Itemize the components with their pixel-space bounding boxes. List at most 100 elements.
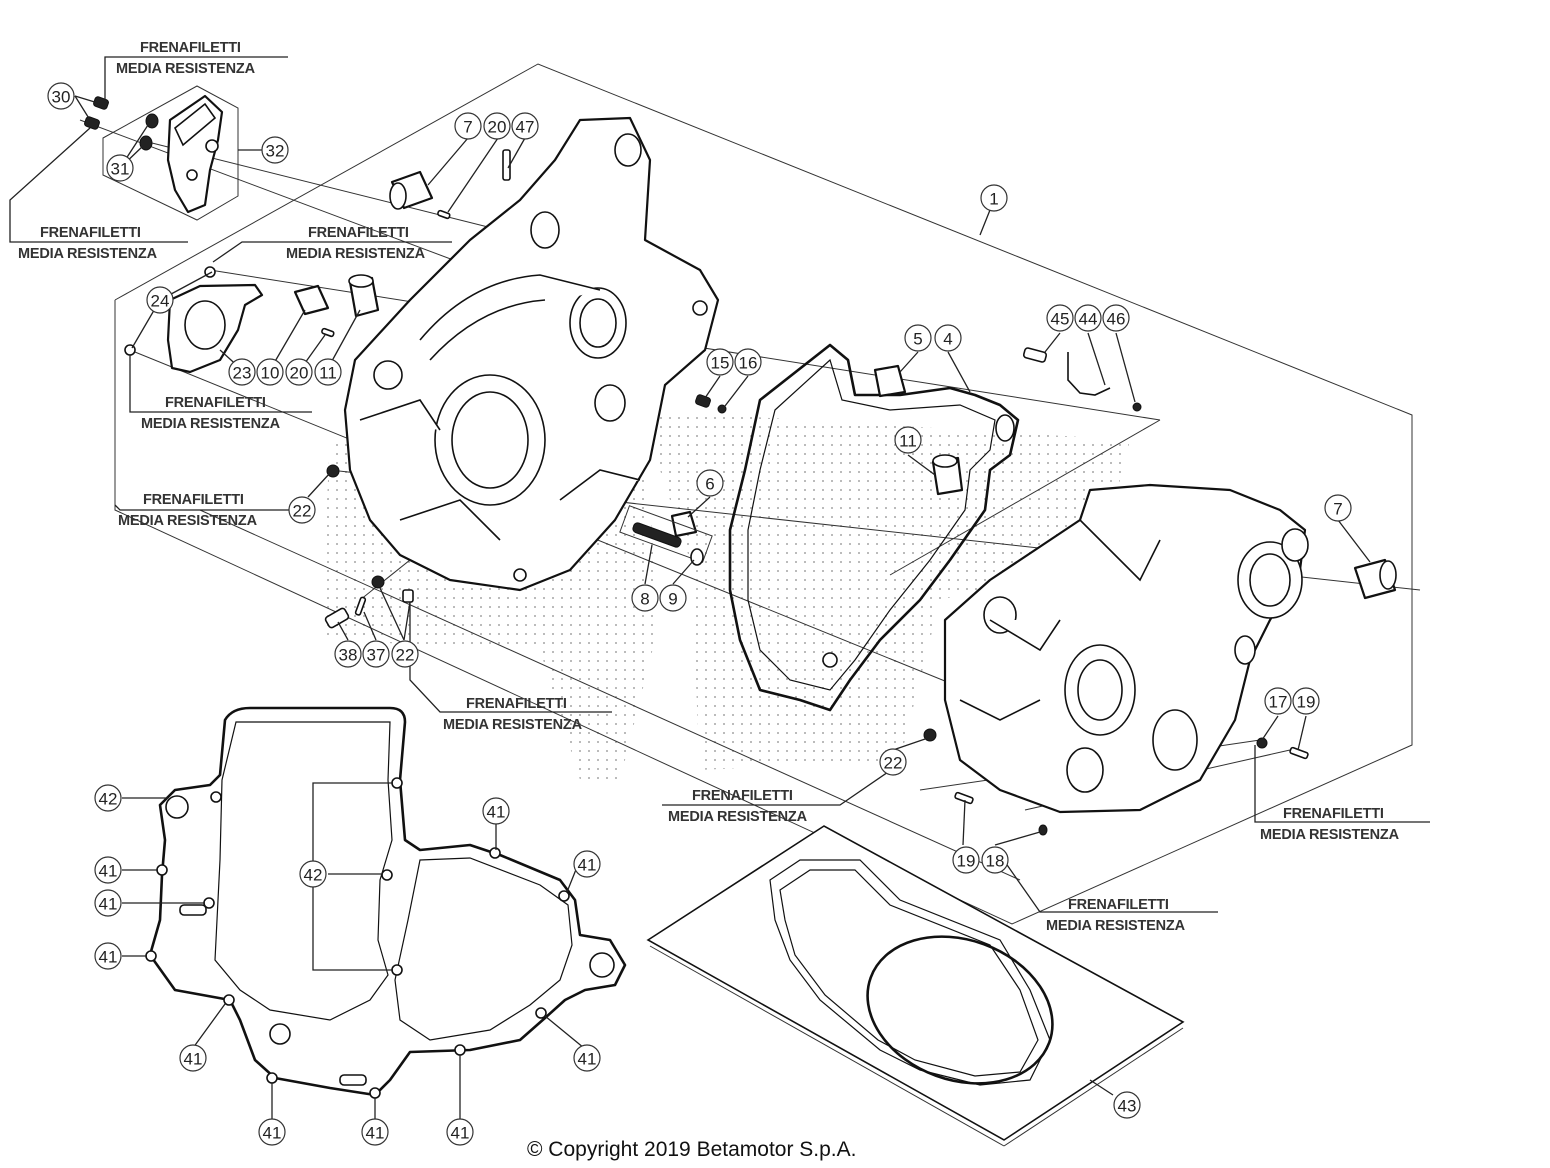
callout-42: 42	[299, 860, 327, 888]
callout-42: 42	[94, 784, 122, 812]
callout-circle	[659, 584, 687, 612]
callout-circle	[1292, 687, 1320, 715]
callout-circle	[454, 112, 482, 140]
callout-9: 9	[659, 584, 687, 612]
callout-19: 19	[952, 846, 980, 874]
callout-number: 10	[261, 364, 280, 383]
callout-11: 11	[314, 358, 342, 386]
callout-32: 32	[261, 136, 289, 164]
crankcase-gasket-41-42	[145, 706, 627, 1099]
callout-circle	[981, 846, 1009, 874]
callout-circle	[47, 82, 75, 110]
threadlocker-note: FRENAFILETTI MEDIA RESISTENZA	[116, 40, 256, 77]
callout-43: 43	[1113, 1091, 1141, 1119]
threadlocker-note: FRENAFILETTI MEDIA RESISTENZA	[1260, 806, 1400, 843]
callout-20: 20	[483, 112, 511, 140]
callout-number: 41	[451, 1124, 470, 1143]
copyright-text: © Copyright 2019 Betamotor S.p.A.	[527, 1138, 856, 1161]
callout-circle	[706, 348, 734, 376]
callout-8: 8	[631, 584, 659, 612]
threadlocker-note: FRENAFILETTI MEDIA RESISTENZA	[1046, 897, 1186, 934]
callout-30: 30	[47, 82, 75, 110]
callout-7: 7	[1324, 494, 1352, 522]
threadlocker-leaders	[9, 56, 1430, 913]
callout-17: 17	[1264, 687, 1292, 715]
callout-circle	[334, 640, 362, 668]
callout-circle	[483, 112, 511, 140]
svg-text:MEDIA RESISTENZA: MEDIA RESISTENZA	[443, 717, 583, 733]
callout-number: 24	[151, 292, 170, 311]
svg-text:MEDIA RESISTENZA: MEDIA RESISTENZA	[1046, 918, 1186, 934]
callout-number: 19	[1297, 693, 1316, 712]
callout-number: 46	[1107, 310, 1126, 329]
callout-circle	[285, 358, 313, 386]
svg-text:MEDIA RESISTENZA: MEDIA RESISTENZA	[18, 246, 158, 262]
callout-41: 41	[446, 1118, 474, 1146]
part-32-bracket-group	[84, 85, 239, 221]
threadlocker-note: FRENAFILETTI MEDIA RESISTENZA	[668, 788, 808, 825]
callout-19: 19	[1292, 687, 1320, 715]
callout-number: 4	[943, 330, 952, 349]
callout-41: 41	[573, 850, 601, 878]
threadlocker-note: FRENAFILETTI MEDIA RESISTENZA	[141, 395, 281, 432]
callout-number: 15	[711, 354, 730, 373]
svg-text:MEDIA RESISTENZA: MEDIA RESISTENZA	[1260, 827, 1400, 843]
callout-circle	[952, 846, 980, 874]
callout-circle	[696, 469, 724, 497]
callout-circle	[258, 1118, 286, 1146]
callout-circle	[980, 184, 1008, 212]
callout-circle	[391, 640, 419, 668]
callout-number: 43	[1118, 1097, 1137, 1116]
callout-number: 41	[99, 895, 118, 914]
callout-number: 9	[668, 590, 677, 609]
callout-number: 18	[986, 852, 1005, 871]
callout-number: 31	[111, 160, 130, 179]
callout-number: 22	[884, 754, 903, 773]
callout-circle	[1324, 494, 1352, 522]
svg-text:MEDIA RESISTENZA: MEDIA RESISTENZA	[286, 246, 426, 262]
callout-1: 1	[980, 184, 1008, 212]
callout-41: 41	[258, 1118, 286, 1146]
callout-41: 41	[94, 856, 122, 884]
callout-circle	[256, 358, 284, 386]
callout-circle	[904, 324, 932, 352]
callout-circle	[934, 324, 962, 352]
callout-18: 18	[981, 846, 1009, 874]
callout-number: 41	[366, 1124, 385, 1143]
callout-circle	[94, 942, 122, 970]
callout-16: 16	[734, 348, 762, 376]
callout-circle	[314, 358, 342, 386]
callout-7: 7	[454, 112, 482, 140]
callout-circle	[288, 496, 316, 524]
callout-number: 8	[640, 590, 649, 609]
callout-number: 1	[989, 190, 998, 209]
callout-number: 41	[99, 948, 118, 967]
svg-text:MEDIA RESISTENZA: MEDIA RESISTENZA	[118, 513, 258, 529]
svg-text:FRENAFILETTI: FRENAFILETTI	[692, 788, 793, 804]
callout-41: 41	[482, 797, 510, 825]
callout-circle	[1102, 304, 1130, 332]
svg-text:FRENAFILETTI: FRENAFILETTI	[466, 696, 567, 712]
svg-text:FRENAFILETTI: FRENAFILETTI	[40, 225, 141, 241]
callout-number: 44	[1079, 310, 1098, 329]
callout-number: 16	[739, 354, 758, 373]
callout-number: 19	[957, 852, 976, 871]
callout-number: 38	[339, 646, 358, 665]
callout-circle	[446, 1118, 474, 1146]
callout-41: 41	[179, 1044, 207, 1072]
callout-circle	[573, 1044, 601, 1072]
svg-text:MEDIA RESISTENZA: MEDIA RESISTENZA	[668, 809, 808, 825]
callout-circle	[573, 850, 601, 878]
callout-number: 30	[52, 88, 71, 107]
callout-circle	[228, 358, 256, 386]
callout-number: 22	[396, 646, 415, 665]
callout-41: 41	[94, 889, 122, 917]
callout-number: 41	[487, 803, 506, 822]
callout-number: 20	[488, 118, 507, 137]
callout-circle	[94, 889, 122, 917]
callout-circle	[1113, 1091, 1141, 1119]
callout-5: 5	[904, 324, 932, 352]
callout-circle	[631, 584, 659, 612]
